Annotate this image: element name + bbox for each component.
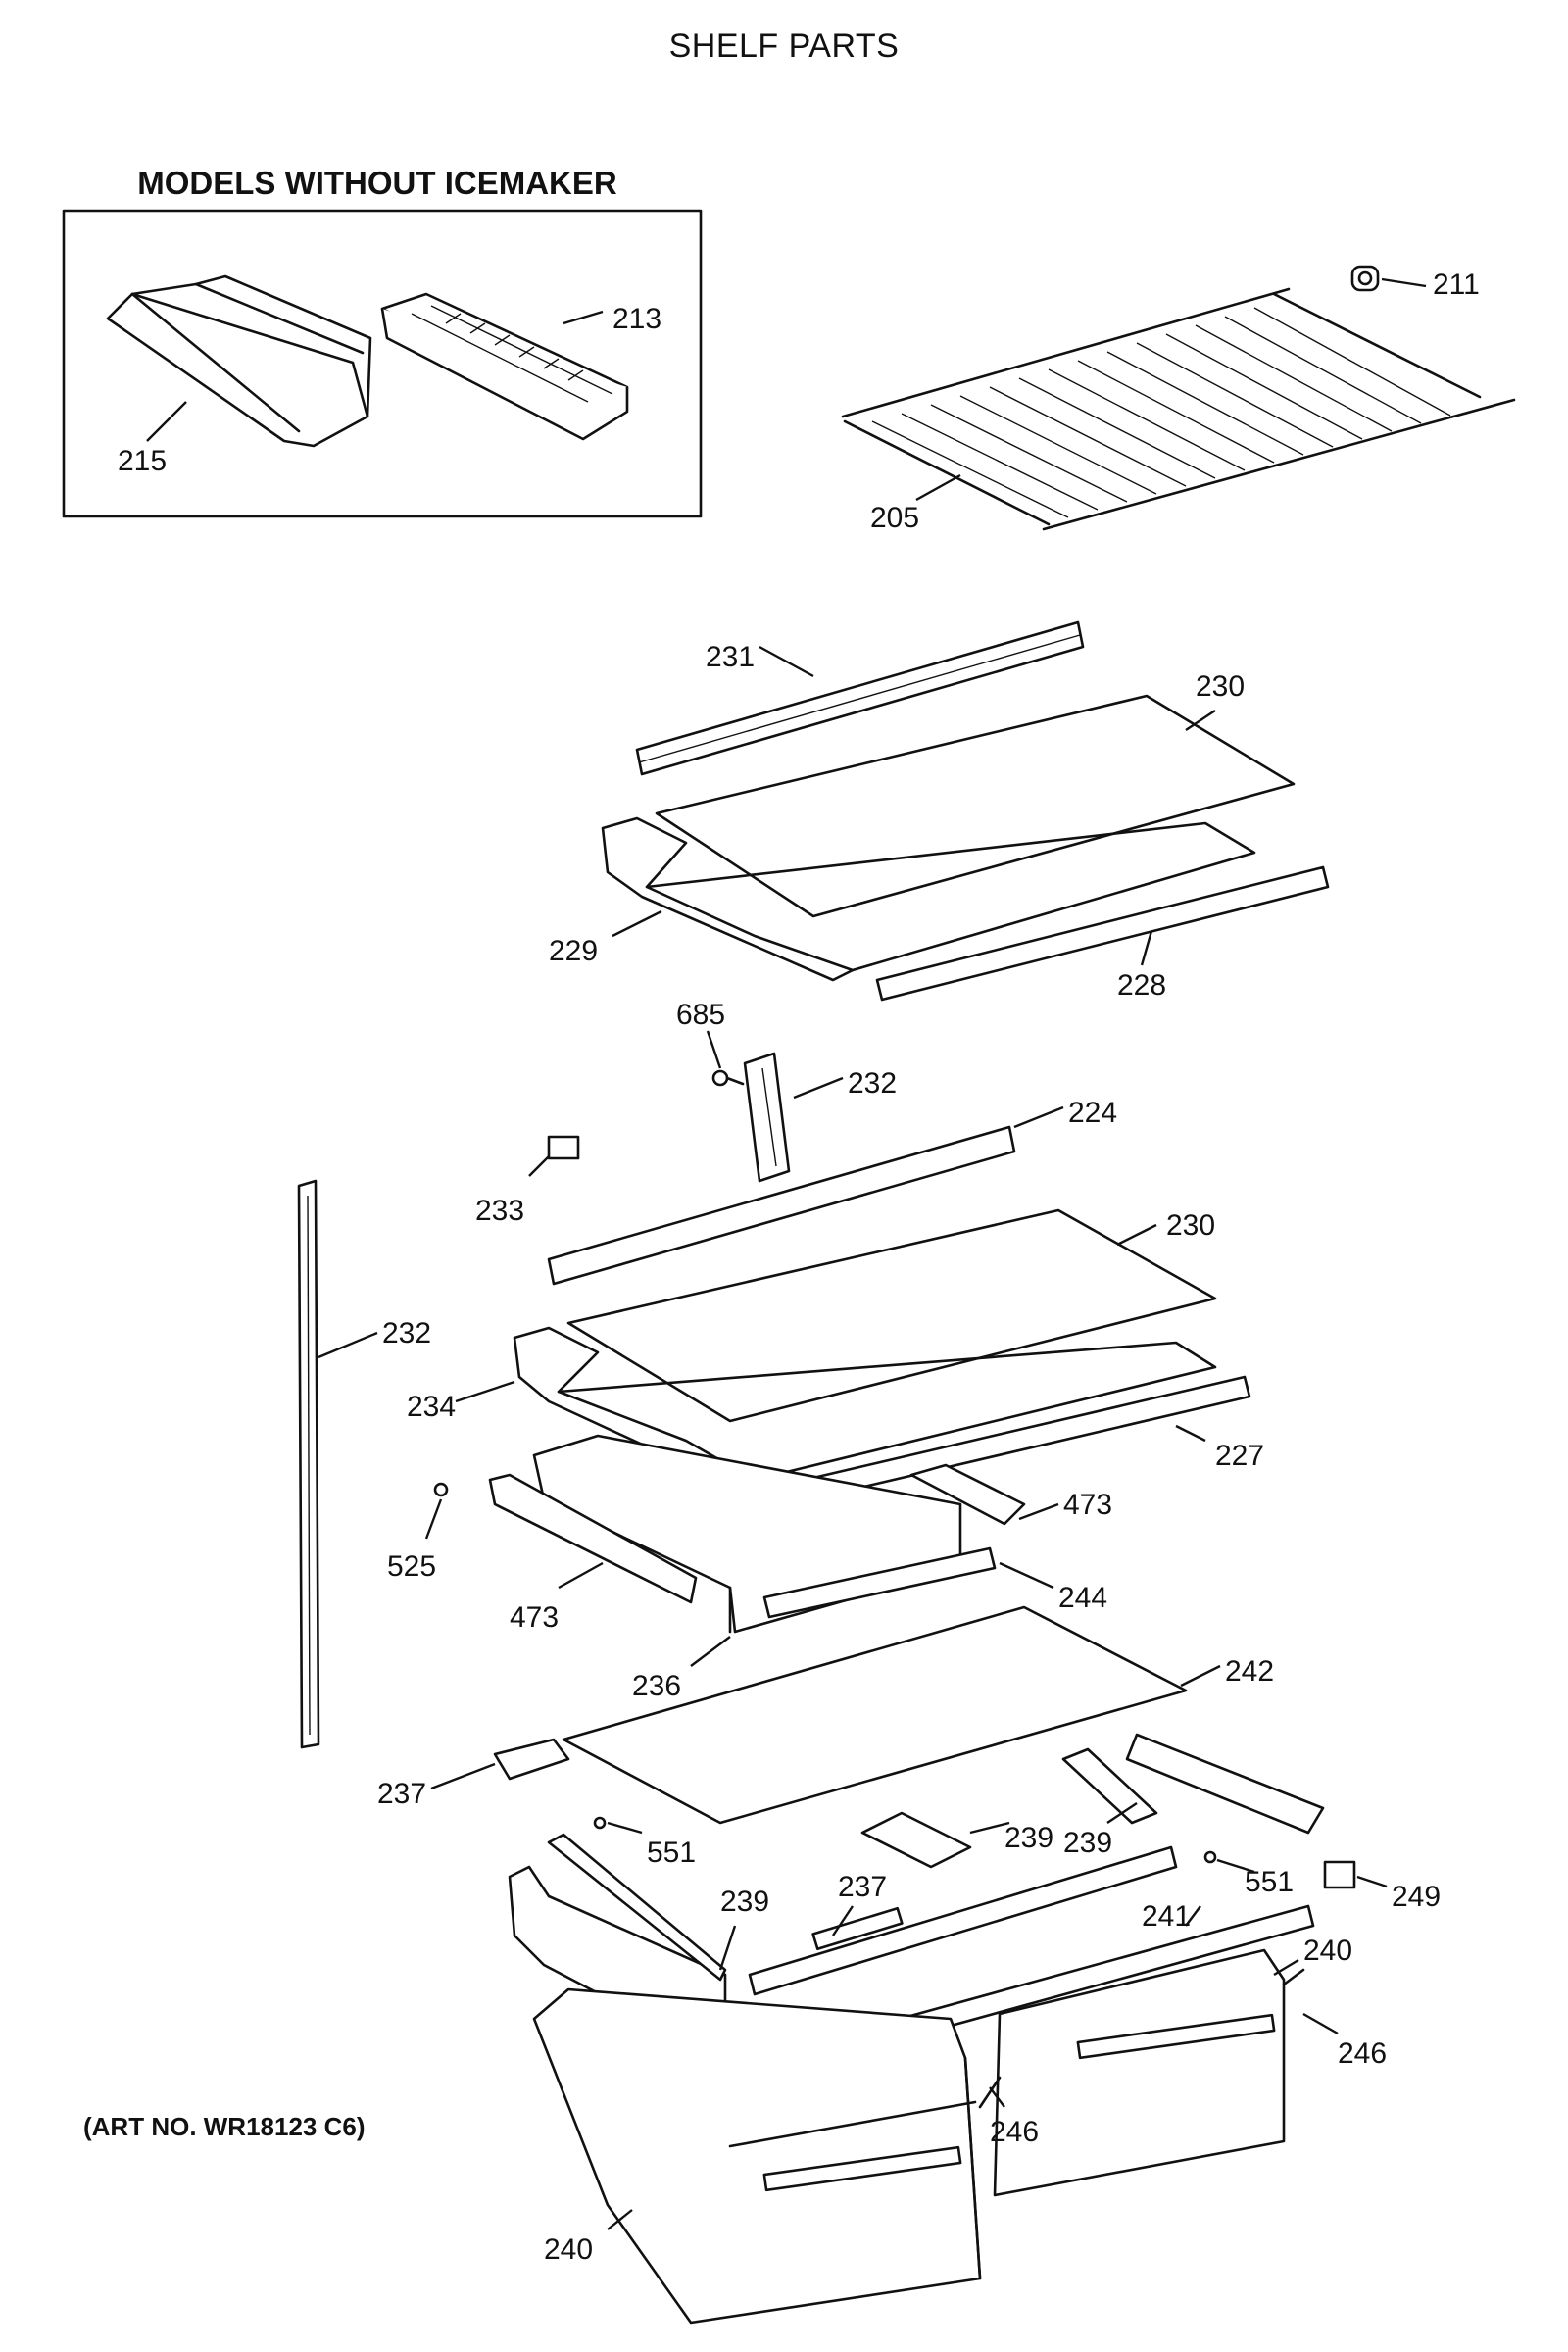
- part-551-screws: [593, 1816, 1217, 1864]
- callout-228: 228: [1117, 969, 1166, 1002]
- callout-230-middle: 230: [1166, 1209, 1215, 1242]
- callout-473-right: 473: [1063, 1489, 1112, 1521]
- part-473-slide-right: [909, 1463, 1026, 1526]
- callout-246-right: 246: [1338, 2037, 1387, 2070]
- callout-525: 525: [387, 1550, 436, 1583]
- callout-237-left: 237: [377, 1778, 426, 1810]
- art-number: (ART NO. WR18123 C6): [83, 2112, 366, 2141]
- part-249-latch: [1323, 1860, 1356, 1889]
- part-240-drawer-left: [532, 1987, 982, 2325]
- callout-551-left: 551: [647, 1837, 696, 1869]
- callout-234: 234: [407, 1391, 456, 1423]
- part-230-glass-middle: [566, 1208, 1217, 1423]
- callout-242: 242: [1225, 1655, 1274, 1688]
- callout-213: 213: [612, 303, 662, 335]
- inset-box: [62, 209, 703, 518]
- part-233-clip: [547, 1135, 580, 1160]
- part-224-trim: [547, 1125, 1016, 1286]
- part-229-frame: [601, 816, 1256, 982]
- part-237-rail-left: [493, 1738, 570, 1781]
- callout-211: 211: [1433, 269, 1480, 301]
- callout-232-long: 232: [382, 1317, 431, 1349]
- callout-labels: 215 213 211 205 231 230 229 228 685 232 …: [118, 269, 1480, 2266]
- part-211-bumper: [1350, 265, 1380, 292]
- part-239-side-bracket: [508, 1833, 727, 2021]
- part-228-trim: [875, 865, 1330, 1002]
- callout-227: 227: [1215, 1440, 1264, 1472]
- callout-244: 244: [1058, 1582, 1107, 1614]
- page-title: SHELF PARTS: [668, 27, 900, 65]
- callout-233: 233: [475, 1195, 524, 1227]
- part-525-screw: [433, 1482, 449, 1497]
- callout-551-right: 551: [1245, 1866, 1294, 1898]
- callout-229: 229: [549, 935, 598, 967]
- part-232-channel-long: [297, 1179, 320, 1749]
- callout-239-center: 239: [1004, 1822, 1054, 1854]
- callout-246-left: 246: [990, 2116, 1039, 2148]
- callout-230: 230: [1196, 670, 1245, 703]
- part-205-wire-shelf: [841, 287, 1516, 531]
- callout-232-upper: 232: [848, 1067, 897, 1100]
- part-213-ice-tray: [380, 292, 629, 441]
- callout-241: 241: [1142, 1900, 1191, 1933]
- callout-236: 236: [632, 1670, 681, 1702]
- part-473-slide-left: [488, 1473, 698, 1604]
- part-231-trim: [635, 620, 1085, 776]
- part-244-trim: [762, 1546, 997, 1619]
- callout-205: 205: [870, 502, 919, 534]
- part-237-rail-right: [1125, 1733, 1325, 1835]
- part-237-rail-lower: [748, 1845, 1178, 1996]
- part-242-glass: [562, 1605, 1188, 1825]
- part-685-screw: [711, 1069, 745, 1087]
- callout-224: 224: [1068, 1097, 1117, 1129]
- callout-239-left: 239: [720, 1886, 769, 1918]
- callout-215: 215: [118, 445, 167, 477]
- callout-473-left: 473: [510, 1601, 559, 1634]
- part-246-handles: [978, 1968, 1305, 2109]
- part-232-channel-upper: [743, 1052, 791, 1183]
- callout-240-right: 240: [1303, 1935, 1352, 1967]
- part-240-drawer-right: [993, 1948, 1286, 2197]
- callout-231: 231: [706, 641, 755, 673]
- leader-lines: [146, 277, 1427, 2230]
- inset-title: MODELS WITHOUT ICEMAKER: [137, 165, 617, 201]
- callout-240-left: 240: [544, 2233, 593, 2266]
- part-230-glass-upper: [655, 694, 1296, 918]
- part-215-ice-bin: [106, 274, 372, 448]
- callout-239-right: 239: [1063, 1827, 1112, 1859]
- callout-249: 249: [1392, 1881, 1441, 1913]
- callout-237-lower: 237: [838, 1871, 887, 1903]
- callout-685: 685: [676, 999, 725, 1031]
